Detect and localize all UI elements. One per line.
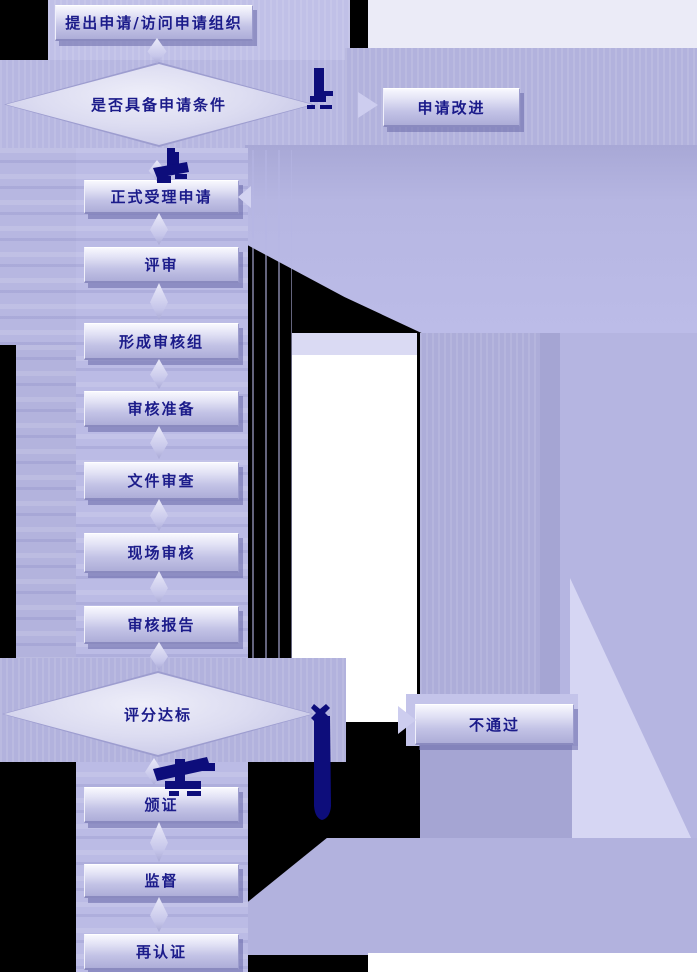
background-wash [240, 838, 697, 955]
background-wash [420, 744, 572, 845]
node-prepare-label: 审核准备 [127, 400, 196, 418]
node-audit-report: 审核报告 [84, 606, 239, 644]
background-wash [0, 148, 78, 345]
node-recertify-label: 再认证 [135, 943, 187, 961]
node-review-label: 评审 [144, 256, 179, 274]
node-recertify: 再认证 [84, 934, 239, 970]
node-audit-report-label: 审核报告 [127, 616, 196, 634]
background-white-patch [368, 953, 697, 972]
node-certify: 颁证 [84, 787, 239, 823]
node-accept-label: 正式受理申请 [110, 188, 213, 206]
background-wash [292, 333, 417, 357]
node-start-label: 提出申请/访问申请组织 [65, 14, 243, 32]
node-fail: 不通过 [415, 704, 574, 745]
node-supervise-label: 监督 [144, 872, 179, 890]
node-improve: 申请改进 [383, 88, 520, 127]
node-prepare: 审核准备 [84, 391, 239, 427]
background-wash [252, 150, 292, 720]
node-start: 提出申请/访问申请组织 [55, 5, 253, 41]
background-wash [368, 0, 697, 48]
pass-branch-glyph [145, 753, 225, 801]
node-doc-review-label: 文件审查 [127, 472, 196, 490]
background-wash [16, 345, 78, 703]
no-branch-glyph [305, 66, 335, 114]
node-certify-label: 颁证 [144, 796, 179, 814]
node-site-audit-label: 现场审核 [127, 544, 196, 562]
node-review: 评审 [84, 247, 239, 283]
node-form-team-label: 形成审核组 [118, 332, 204, 351]
node-accept: 正式受理申请 [84, 180, 239, 214]
background-wash [420, 333, 560, 723]
node-improve-label: 申请改进 [417, 98, 486, 117]
node-site-audit: 现场审核 [84, 533, 239, 573]
node-decision-score-label: 评分达标 [123, 705, 192, 724]
node-form-team: 形成审核组 [84, 323, 239, 360]
node-decision-qualify-label: 是否具备申请条件 [90, 96, 227, 114]
fail-branch-glyph [308, 702, 336, 824]
background-wash [540, 333, 562, 723]
yes-branch-glyph [149, 146, 191, 186]
node-fail-label: 不通过 [468, 715, 520, 734]
background-wash [245, 145, 697, 335]
node-supervise: 监督 [84, 864, 239, 898]
node-doc-review: 文件审查 [84, 462, 239, 500]
